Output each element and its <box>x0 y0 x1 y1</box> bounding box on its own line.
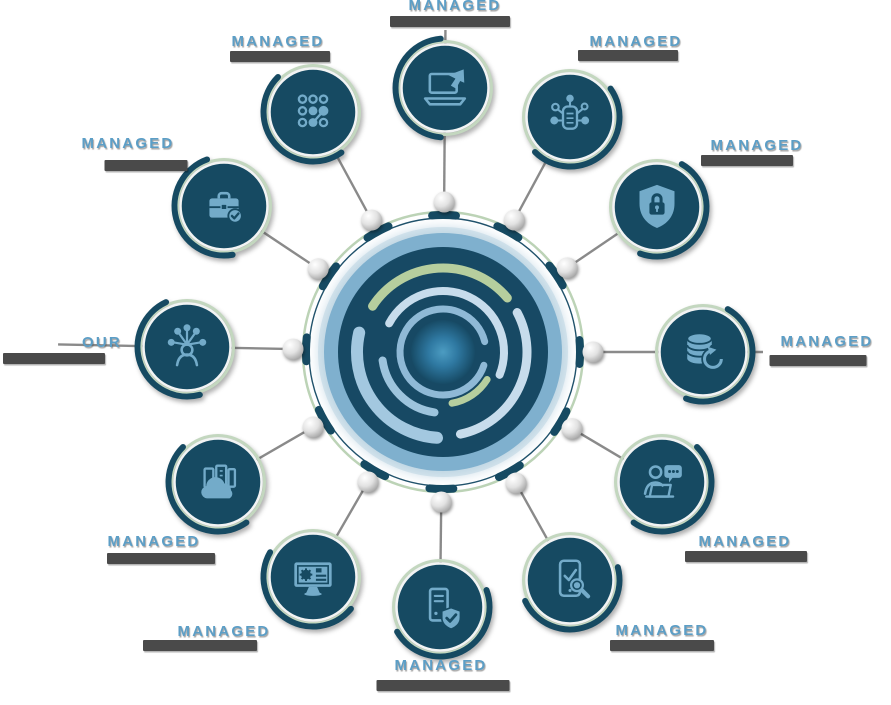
cloud-buildings-icon <box>165 434 266 535</box>
ring-node-cap <box>550 407 571 436</box>
accent-swoosh-arc <box>683 306 756 405</box>
connector-sphere <box>302 416 324 438</box>
hub-arc <box>351 326 443 444</box>
hub-arc <box>378 356 439 417</box>
ring-node-cap <box>428 211 460 220</box>
node-sublabel-bar <box>3 353 105 364</box>
node-label: MANAGED <box>698 533 792 550</box>
connector-sphere <box>307 258 329 280</box>
connector-spheres <box>282 191 604 513</box>
hub-core <box>318 227 568 477</box>
central-hub <box>301 210 585 494</box>
node-label: MANAGED <box>780 333 874 350</box>
ring-node-cap <box>545 261 567 290</box>
connector-sphere <box>582 341 604 363</box>
node-label: MANAGED <box>177 623 271 640</box>
node-sublabel-bar <box>107 553 215 564</box>
connector-sphere <box>361 209 383 231</box>
connector-sphere <box>561 418 583 440</box>
node-label: MANAGED <box>589 33 683 50</box>
accent-swoosh-arc <box>394 587 493 660</box>
connector-sphere <box>503 209 525 231</box>
server-shield-icon <box>392 559 493 660</box>
hub-arc <box>385 287 508 379</box>
node-icons <box>134 35 756 660</box>
ring-node-cap <box>494 461 524 482</box>
node-label: MANAGED <box>107 533 201 550</box>
accent-swoosh-arc <box>260 74 345 165</box>
node-label: MANAGED <box>394 657 488 674</box>
briefcase-check-icon <box>171 156 272 259</box>
node-label: MANAGED <box>710 137 804 154</box>
accent-swoosh-arc <box>532 85 623 170</box>
ring-node-cap <box>314 405 335 435</box>
node-sublabel-bar <box>230 51 330 62</box>
ring-node-cap <box>363 222 393 242</box>
accent-swoosh-arc <box>171 156 236 259</box>
node-label: OUR <box>82 334 122 351</box>
dots-grid-icon <box>260 64 361 165</box>
accent-swoosh-arc <box>134 299 203 400</box>
accent-swoosh-arc <box>165 444 250 535</box>
ring-node-cap <box>360 460 390 481</box>
node-label: MANAGED <box>408 0 502 14</box>
connector-sphere <box>430 491 452 513</box>
node-sublabel-bar <box>685 551 807 562</box>
shield-lock-icon <box>609 159 710 260</box>
accent-swoosh-arc <box>260 549 354 630</box>
node-label: MANAGED <box>231 33 325 50</box>
node-sublabel-bar <box>376 680 510 691</box>
ring-node-cap <box>575 336 585 368</box>
hub-arc <box>455 308 532 439</box>
node-sublabel-bar <box>610 640 714 651</box>
support-chat-icon <box>614 434 715 535</box>
connector-sphere <box>282 338 304 360</box>
person-network-icon <box>134 299 235 400</box>
laptop-arrow-icon <box>392 35 493 141</box>
ring-node-cap <box>318 262 341 291</box>
node-sublabel-bar <box>769 355 867 366</box>
ring-node-cap <box>302 333 311 366</box>
accent-swoosh-arc <box>522 564 623 633</box>
monitor-gear-icon <box>260 529 361 630</box>
node-sublabel-bar <box>390 16 510 27</box>
integration-nodes-icon <box>522 69 623 170</box>
accent-swoosh-arc <box>637 161 710 260</box>
node-sublabel-bar <box>701 155 793 166</box>
accent-swoosh-arc <box>392 35 444 141</box>
node-sublabel-bar <box>104 160 188 171</box>
node-sublabel-bar <box>578 50 678 61</box>
hub-arc <box>448 376 491 407</box>
accent-swoosh-arc <box>630 444 715 535</box>
hub-arc <box>368 263 512 311</box>
connector-sphere <box>433 191 455 213</box>
hub-glow-center <box>411 320 475 384</box>
ring-node-cap <box>493 222 523 242</box>
ring-node-cap <box>425 484 458 493</box>
connector-sphere <box>505 472 527 494</box>
phone-search-icon <box>522 532 623 633</box>
database-refresh-icon <box>655 304 756 405</box>
node-label: MANAGED <box>81 135 175 152</box>
connector-sphere <box>357 471 379 493</box>
node-label: MANAGED <box>615 622 709 639</box>
hub-arc <box>396 305 489 399</box>
node-sublabel-bar <box>143 640 257 651</box>
connector-sphere <box>556 257 578 279</box>
